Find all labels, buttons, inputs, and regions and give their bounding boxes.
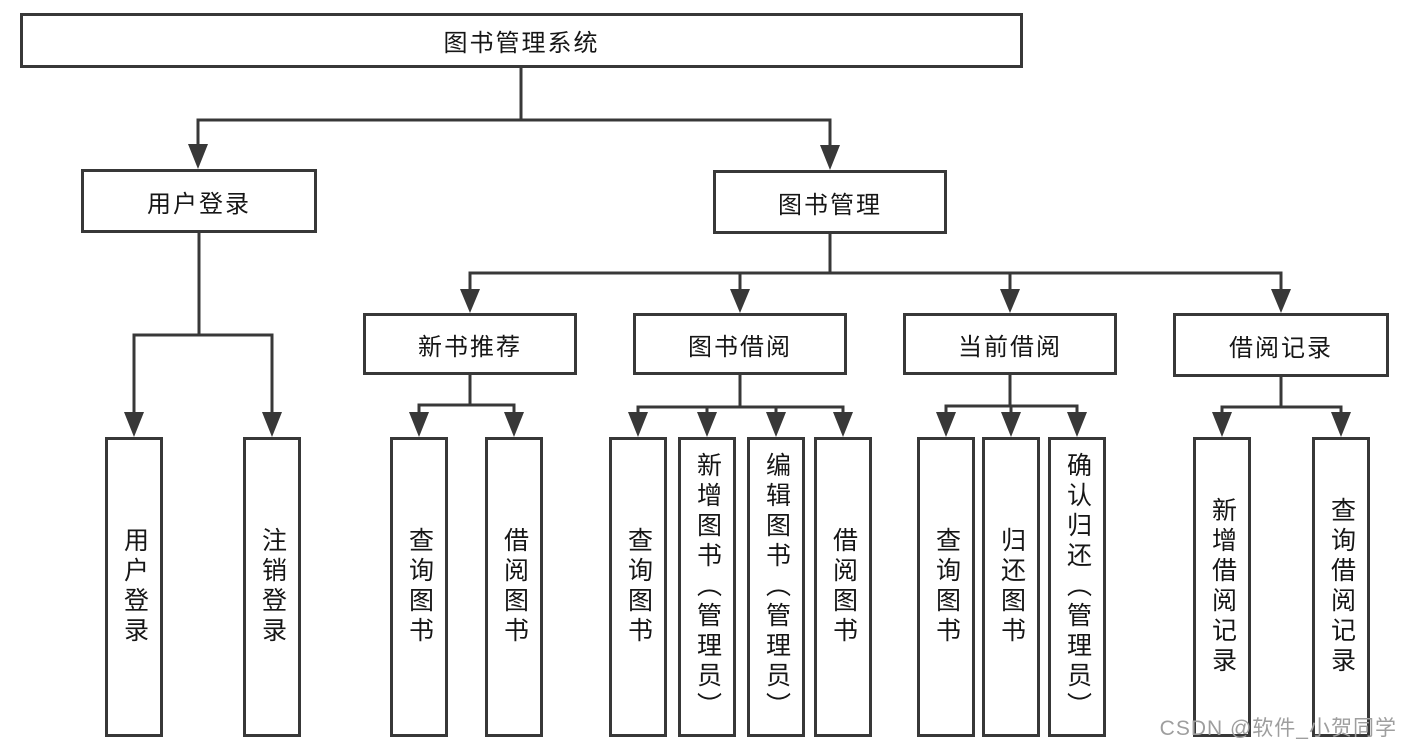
leaf-record-query-label: 查询借阅记录 <box>1327 497 1356 677</box>
leaf-borrow-edit-book: 编辑图书（管理员） <box>747 437 805 737</box>
leaf-borrow-query: 查询图书 <box>609 437 667 737</box>
watermark-text: CSDN @软件_小贺同学 <box>1159 717 1397 740</box>
node-borrow-record-label: 借阅记录 <box>1229 334 1333 362</box>
node-root-label: 图书管理系统 <box>443 30 600 57</box>
leaf-newbook-borrow: 借阅图书 <box>485 437 543 737</box>
node-user-login: 用户登录 <box>81 169 317 233</box>
node-book-management: 图书管理 <box>713 170 947 234</box>
leaf-user-login-label: 用户登录 <box>120 527 149 647</box>
leaf-record-add-label: 新增借阅记录 <box>1208 497 1237 677</box>
leaf-newbook-query-label: 查询图书 <box>405 527 434 647</box>
node-root: 图书管理系统 <box>20 13 1023 68</box>
leaf-logout: 注销登录 <box>243 437 301 737</box>
leaf-record-add: 新增借阅记录 <box>1193 437 1251 737</box>
leaf-current-confirm-return-label: 确认归还（管理员） <box>1063 452 1092 722</box>
node-book-borrow-label: 图书借阅 <box>688 333 792 361</box>
leaf-current-query-label: 查询图书 <box>932 527 961 647</box>
leaf-borrow-add-book-label: 新增图书（管理员） <box>693 452 722 722</box>
leaf-current-confirm-return: 确认归还（管理员） <box>1048 437 1106 737</box>
node-book-borrow: 图书借阅 <box>633 313 847 375</box>
leaf-current-return-label: 归还图书 <box>997 527 1026 647</box>
leaf-current-return: 归还图书 <box>982 437 1040 737</box>
leaf-newbook-query: 查询图书 <box>390 437 448 737</box>
leaf-borrow-edit-book-label: 编辑图书（管理员） <box>762 452 791 722</box>
node-book-management-label: 图书管理 <box>778 191 882 219</box>
node-new-book-recommend-label: 新书推荐 <box>418 333 522 361</box>
node-borrow-record: 借阅记录 <box>1173 313 1389 377</box>
node-new-book-recommend: 新书推荐 <box>363 313 577 375</box>
node-user-login-label: 用户登录 <box>147 190 251 218</box>
leaf-current-query: 查询图书 <box>917 437 975 737</box>
leaf-user-login: 用户登录 <box>105 437 163 737</box>
node-current-borrow: 当前借阅 <box>903 313 1117 375</box>
leaf-logout-label: 注销登录 <box>258 527 287 647</box>
leaf-borrow-book: 借阅图书 <box>814 437 872 737</box>
leaf-borrow-book-label: 借阅图书 <box>829 527 858 647</box>
leaf-borrow-query-label: 查询图书 <box>624 527 653 647</box>
leaf-record-query: 查询借阅记录 <box>1312 437 1370 737</box>
leaf-newbook-borrow-label: 借阅图书 <box>500 527 529 647</box>
node-current-borrow-label: 当前借阅 <box>958 333 1062 361</box>
leaf-borrow-add-book: 新增图书（管理员） <box>678 437 736 737</box>
